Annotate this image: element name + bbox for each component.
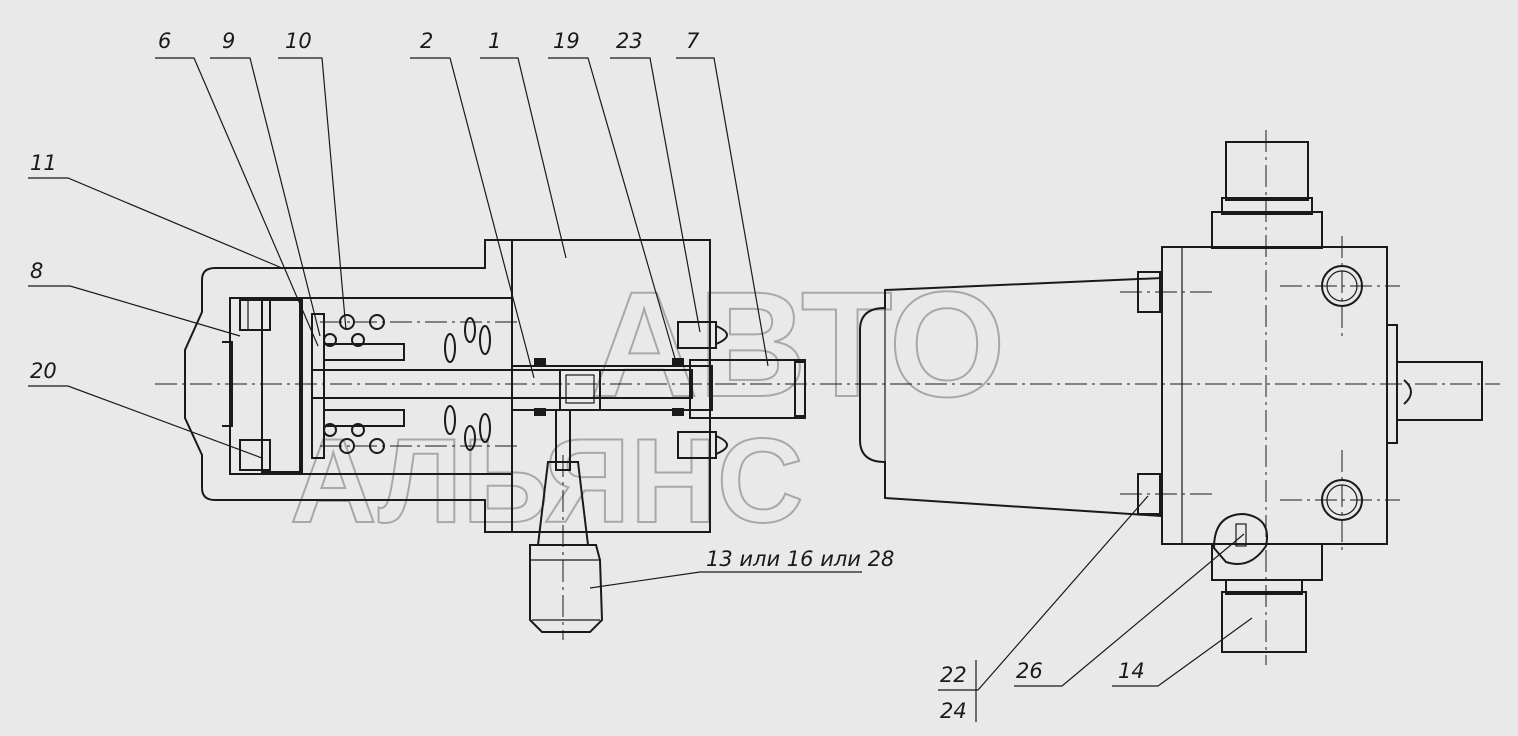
valve-body (511, 239, 728, 533)
callout-11: 11 (30, 151, 57, 175)
watermark-line1: АВТО (590, 260, 1006, 428)
callout-labels: 6 9 10 2 1 19 23 7 11 8 20 13 или 16 или… (30, 29, 1145, 723)
callout-2: 2 (420, 29, 433, 53)
callout-13-16-28: 13 или 16 или 28 (706, 547, 894, 571)
valve-block (1161, 130, 1483, 665)
callout-7: 7 (686, 29, 700, 53)
callout-26: 26 (1016, 659, 1043, 683)
callout-19: 19 (553, 29, 580, 53)
callout-24: 24 (940, 699, 967, 723)
watermark: АВТО АЛЬЯНС (289, 259, 1007, 549)
watermark-line2: АЛЬЯНС (290, 414, 804, 548)
piston-rod (311, 369, 693, 399)
fitting (529, 455, 604, 640)
leader-lines (28, 57, 1253, 722)
callout-1: 1 (488, 29, 501, 53)
callout-6: 6 (158, 29, 171, 53)
callout-20: 20 (30, 359, 57, 383)
callout-9: 9 (222, 29, 235, 53)
callout-8: 8 (30, 259, 43, 283)
callout-22: 22 (940, 663, 967, 687)
callout-14: 14 (1118, 659, 1145, 683)
callout-10: 10 (285, 29, 312, 53)
bracket (859, 271, 1215, 518)
piston-springs (311, 313, 520, 459)
callout-23: 23 (616, 29, 643, 53)
